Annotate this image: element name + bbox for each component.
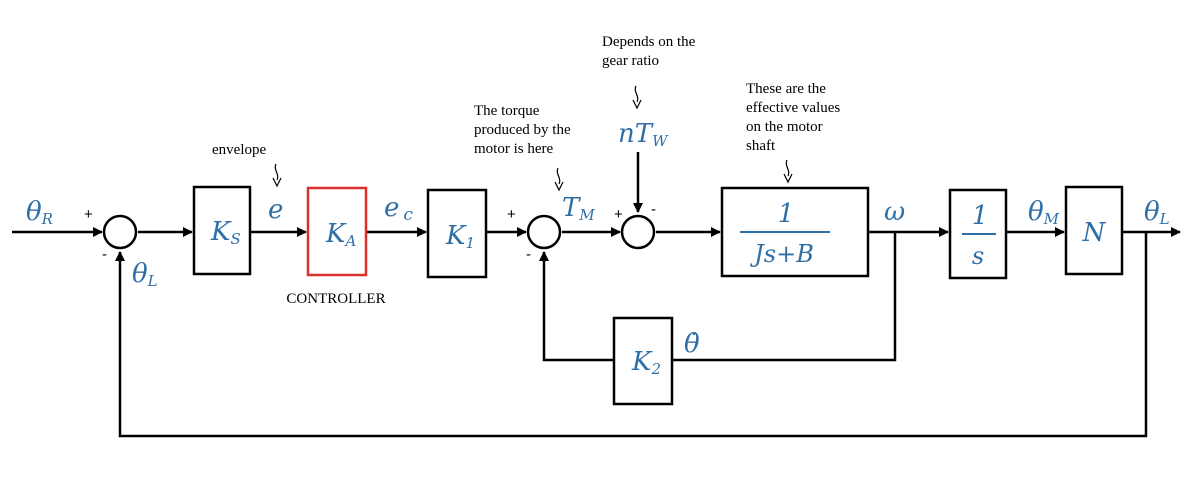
summing-junction-2 [526, 214, 562, 250]
ks-label: KS [210, 217, 241, 248]
integrator-numerator: 1 [972, 201, 989, 231]
note-effective-line2: effective values [746, 100, 840, 116]
sum3-plus-sign: + [614, 206, 623, 223]
signal-theta-m: θM [1028, 197, 1060, 228]
gear-label: N [1082, 218, 1107, 248]
integrator-denominator: s [972, 242, 984, 270]
note-gear-line1: Depends on the [602, 34, 696, 50]
note-torque-line3: motor is here [474, 141, 553, 157]
ks-block [192, 185, 252, 276]
sum1-plus-sign: + [84, 206, 93, 223]
note-torque-line1: The torque [474, 103, 540, 119]
squiggle-arrow-effective [783, 159, 793, 184]
signal-tm: TM [562, 193, 595, 224]
signal-omega: ω [884, 197, 905, 227]
squiggle-arrow-gear [632, 85, 642, 110]
note-effective-line3: on the motor [746, 119, 823, 135]
input-theta-r: θR [26, 197, 53, 228]
ka-block [306, 186, 368, 277]
wire-k2-sum2 [539, 251, 614, 362]
signal-ntw: nTW [618, 119, 669, 150]
k2-block [612, 316, 674, 406]
gear-block [1064, 185, 1124, 276]
sum2-minus-sign: - [526, 246, 531, 263]
controller-label: CONTROLLER [286, 291, 385, 307]
wire-outer-feedback [115, 232, 1148, 438]
plant-denominator: Js+B [749, 240, 814, 268]
note-gear-line2: gear ratio [602, 53, 659, 69]
note-envelope: envelope [212, 142, 266, 158]
summing-junction-1 [102, 214, 138, 250]
summing-junction-3 [620, 214, 656, 250]
note-effective-line4: shaft [746, 138, 776, 154]
wire-omega-tap [672, 232, 897, 362]
note-effective-line1: These are the [746, 81, 826, 97]
plant-numerator: 1 [778, 199, 795, 229]
k1-block [426, 188, 488, 279]
k1-label: K1 [445, 221, 475, 252]
feedback-theta-l: θL [132, 259, 158, 290]
ka-label: KA [325, 219, 356, 250]
integrator-block [948, 188, 1008, 280]
k2-label: K2 [631, 347, 661, 378]
squiggle-arrow-torque [554, 167, 564, 192]
sum2-plus-sign: + [507, 206, 516, 223]
sum3-minus-sign: - [651, 201, 656, 218]
output-theta-l: θL [1144, 197, 1170, 228]
signal-theta-dot: θ̇ [684, 329, 700, 359]
sum1-minus-sign: - [102, 246, 107, 263]
squiggle-arrow-envelope [272, 163, 282, 188]
signal-e: e [268, 195, 283, 225]
note-torque-line2: produced by the [474, 122, 571, 138]
